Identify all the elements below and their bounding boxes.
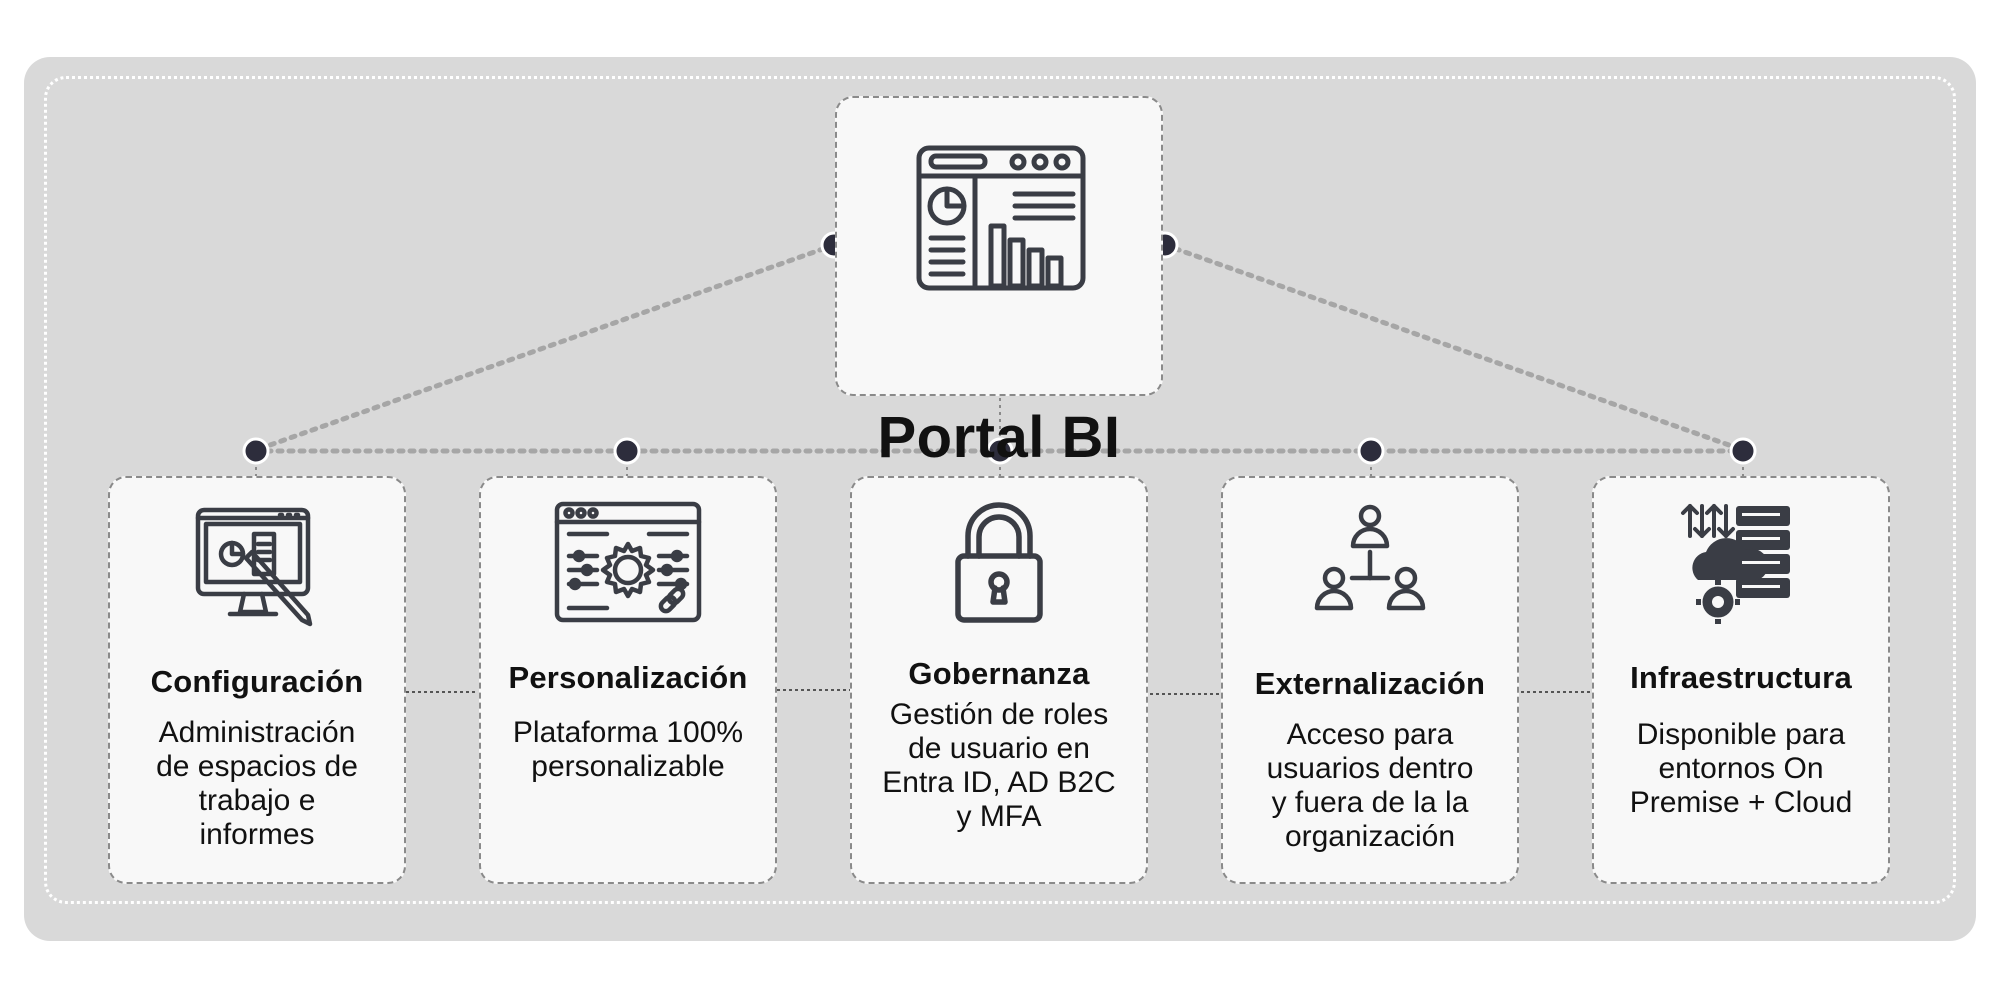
node-card5 [1729,437,1757,465]
card-externalizacion: Externalización Acceso para usuarios den… [1221,476,1519,884]
card-title: Gobernanza [908,656,1090,691]
connector-left-diagonal [253,242,837,453]
card-title: Configuración [150,664,364,699]
cloud-server-icon [1594,500,1888,630]
card-gobernanza: Gobernanza Gestión de roles de usuario e… [850,476,1148,884]
card-description: Disponible para entornos On Premise + Cl… [1629,718,1853,819]
portal-title: Portal BI [877,405,1121,470]
monitor-pen-icon [110,500,404,630]
card-personalizacion: Personalización Plataforma 100% personal… [479,476,777,884]
node-card3 [986,437,1014,465]
card-description: Acceso para usuarios dentro y fuera de l… [1266,718,1474,853]
padlock-icon [852,500,1146,630]
card-description: Administración de espacios de trabajo e … [156,716,358,851]
node-card4 [1357,437,1385,465]
card-title: Personalización [508,660,748,695]
connector-right-diagonal [1162,242,1746,453]
card-configuracion: Configuración Administración de espacios… [108,476,406,884]
card-infraestructura: Infraestructura Disponible para entornos… [1592,476,1890,884]
node-card2 [613,437,641,465]
bi-dashboard-icon [916,145,1086,291]
node-card1 [242,437,270,465]
inner-dotted-frame [44,76,1956,904]
user-network-icon [1223,500,1517,630]
settings-window-icon [481,500,775,630]
card-description: Gestión de roles de usuario en Entra ID,… [882,698,1116,833]
card-description: Plataforma 100% personalizable [512,716,744,783]
portal-bi-box: Portal BI [835,96,1163,470]
card-title: Infraestructura [1630,660,1852,695]
card-title: Externalización [1254,666,1486,701]
